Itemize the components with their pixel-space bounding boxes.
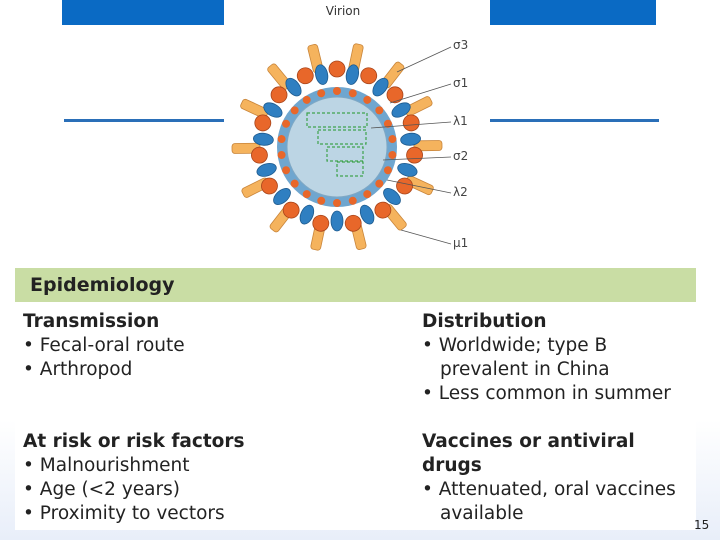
page-number: 15	[694, 518, 710, 532]
outer-capsid-protein	[391, 102, 411, 118]
outer-capsid-protein	[345, 64, 360, 85]
panel-title: Epidemiology	[30, 274, 175, 296]
label-lambda2: λ2	[453, 185, 468, 199]
inner-capsid-protein	[302, 95, 311, 104]
outer-capsid-protein	[285, 77, 302, 97]
label-sigma2: σ2	[453, 149, 469, 163]
outer-capsid-protein	[282, 201, 300, 219]
outer-capsid-protein	[270, 86, 288, 104]
panel-header: Epidemiology	[15, 268, 696, 302]
transmission-section: Transmission • Fecal-oral route • Arthro…	[23, 310, 403, 382]
vaccines-title: Vaccines or antiviral drugs	[422, 431, 635, 476]
label-pointer-line	[396, 46, 452, 73]
outer-capsid-protein	[397, 162, 418, 177]
sigma1-spike	[413, 140, 443, 152]
inner-capsid-protein	[317, 89, 326, 98]
distribution-item: • Worldwide; type B prevalent in China	[422, 335, 610, 380]
risk-section: At risk or risk factors • Malnourishment…	[23, 430, 403, 526]
label-pointer-line	[370, 121, 452, 129]
inner-capsid-protein	[333, 87, 341, 95]
inner-capsid-protein	[388, 150, 397, 159]
inner-capsid-protein	[383, 119, 392, 128]
vaccines-item: • Attenuated, oral vaccines available	[422, 479, 676, 524]
inner-capsid-protein	[317, 196, 326, 205]
inner-capsid-protein	[282, 166, 291, 175]
risk-item: • Age (<2 years)	[23, 479, 180, 500]
label-mu1: μ1	[453, 236, 469, 250]
inner-capsid-protein	[290, 179, 299, 188]
outer-capsid-protein	[254, 114, 272, 132]
outer-capsid-protein	[372, 77, 389, 97]
inner-capsid-protein	[375, 179, 384, 188]
risk-item: • Proximity to vectors	[23, 503, 225, 524]
inner-capsid-protein	[277, 150, 286, 159]
outer-capsid-protein	[273, 188, 291, 205]
outer-capsid-protein	[296, 67, 314, 85]
label-sigma1: σ1	[453, 76, 469, 90]
rna-segment	[317, 129, 367, 145]
label-sigma3: σ3	[453, 38, 469, 52]
inner-capsid-protein	[388, 135, 397, 144]
outer-capsid-protein	[312, 214, 330, 232]
rna-segment	[336, 161, 364, 177]
inner-capsid-protein	[363, 190, 372, 199]
divider-right	[489, 119, 659, 122]
label-pointer-line	[389, 83, 452, 104]
inner-capsid-protein	[383, 166, 392, 175]
inner-capsid-protein	[282, 119, 291, 128]
outer-capsid-protein	[344, 214, 362, 232]
label-pointer-line	[400, 229, 452, 245]
inner-capsid-protein	[277, 135, 286, 144]
outer-capsid-protein	[383, 188, 401, 205]
outer-capsid-protein	[400, 132, 421, 146]
inner-capsid-protein	[375, 106, 384, 115]
outer-capsid-protein	[263, 102, 283, 118]
transmission-item: • Fecal-oral route	[23, 335, 185, 356]
outer-capsid-protein	[330, 210, 344, 232]
outer-capsid-protein	[328, 60, 346, 78]
risk-title: At risk or risk factors	[23, 431, 245, 452]
inner-capsid-protein	[290, 106, 299, 115]
label-pointer-line	[386, 179, 452, 194]
outer-capsid-protein	[360, 67, 378, 85]
outer-capsid-protein	[386, 86, 404, 104]
rna-segment	[326, 146, 364, 162]
inner-capsid-protein	[333, 199, 341, 207]
distribution-item: • Less common in summer	[422, 383, 671, 404]
outer-capsid-protein	[256, 162, 277, 177]
rna-segment	[306, 112, 368, 128]
top-bar-right	[490, 0, 656, 25]
divider-left	[64, 119, 224, 122]
inner-capsid-protein	[348, 89, 357, 98]
transmission-title: Transmission	[23, 311, 160, 332]
virion-illustration	[231, 43, 452, 251]
inner-capsid-protein	[363, 95, 372, 104]
label-lambda1: λ1	[453, 114, 468, 128]
top-bar-left	[62, 0, 224, 25]
distribution-section: Distribution • Worldwide; type B prevale…	[422, 310, 692, 406]
transmission-item: • Arthropod	[23, 359, 133, 380]
epidemiology-panel: Epidemiology Transmission • Fecal-oral r…	[15, 268, 696, 530]
virion-diagram: Virion σ3 σ1 λ1 σ2 λ2 μ1	[225, 0, 490, 262]
inner-capsid-protein	[302, 190, 311, 199]
outer-capsid-protein	[402, 114, 420, 132]
outer-capsid-protein	[253, 132, 274, 146]
vaccines-section: Vaccines or antiviral drugs • Attenuated…	[422, 430, 694, 526]
risk-item: • Malnourishment	[23, 455, 190, 476]
sigma1-spike	[240, 98, 269, 119]
outer-capsid-protein	[359, 204, 375, 225]
outer-capsid-protein	[299, 204, 315, 225]
outer-capsid-protein	[251, 146, 268, 164]
label-pointer-line	[382, 156, 452, 161]
outer-capsid-protein	[374, 201, 392, 219]
virion-title: Virion	[325, 4, 361, 18]
distribution-title: Distribution	[422, 311, 547, 332]
outer-capsid-protein	[261, 177, 278, 195]
inner-capsid-protein	[348, 196, 357, 205]
outer-capsid-protein	[314, 64, 329, 85]
